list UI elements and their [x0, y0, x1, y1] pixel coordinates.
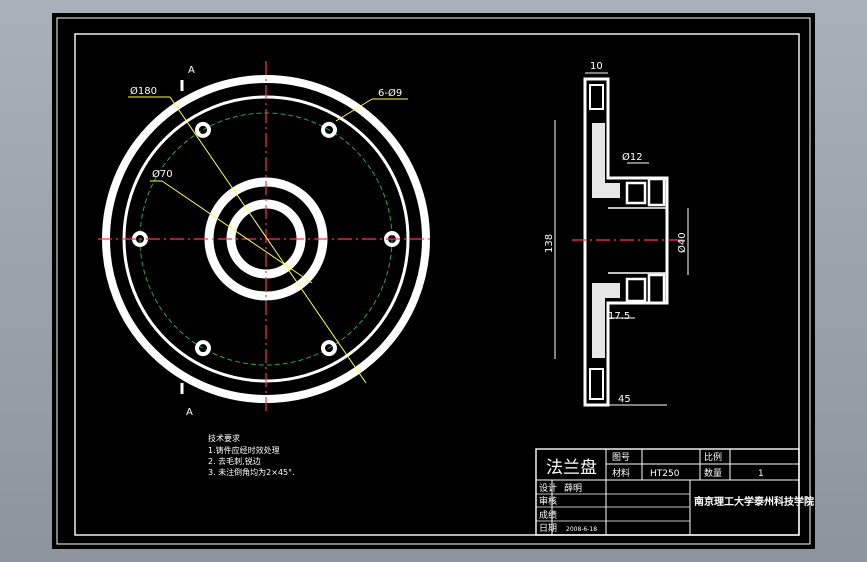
hatch-top [592, 123, 620, 198]
bolt-holes [132, 121, 400, 357]
tech-notes: 技术要求 1.铸件应经时效处理 2. 去毛刺,锐边 3. 未注倒角均为2×45°… [208, 433, 295, 477]
section-mark-top: A [188, 65, 195, 76]
bolt-hole [321, 121, 337, 138]
tech-note-3: 3. 未注倒角均为2×45°. [208, 467, 295, 477]
dim-d70: Ø70 [152, 168, 173, 180]
designer-name: 薛明 [564, 482, 582, 494]
dim-d40: Ø40 [676, 232, 688, 253]
dim-17-5: 17.5 [608, 311, 630, 322]
dim-45: 45 [618, 394, 631, 405]
label-date: 日期 [539, 523, 557, 534]
tech-notes-heading: 技术要求 [208, 433, 240, 443]
label-material: 材料 [612, 467, 630, 479]
school-name: 南京理工大学泰州科技学院 [694, 495, 814, 508]
material-value: HT250 [650, 469, 680, 479]
outer-border [56, 17, 811, 545]
hatch-bottom [592, 283, 620, 358]
bolt-hole [321, 340, 337, 357]
label-scale: 比例 [704, 451, 722, 463]
tech-note-1: 1.铸件应经时效处理 [208, 445, 280, 455]
leader-holes [335, 98, 373, 122]
quantity-value: 1 [758, 469, 764, 479]
label-design: 设计 [539, 482, 557, 494]
leader-d180 [169, 96, 367, 384]
section-view: 10 Ø12 138 Ø40 17.5 45 [544, 61, 689, 407]
leader-d70 [161, 180, 313, 284]
label-approve: 成绩 [539, 509, 557, 521]
label-review: 审核 [539, 495, 557, 507]
part-name: 法兰盘 [546, 458, 597, 478]
dim-10: 10 [590, 61, 603, 72]
date-value: 2008-6-18 [566, 526, 597, 533]
dim-d180: Ø180 [130, 85, 157, 97]
dim-d12: Ø12 [622, 151, 643, 163]
inner-border [74, 33, 800, 536]
label-quantity: 数量 [704, 467, 722, 479]
drawing-canvas: A A Ø180 Ø70 6-Ø9 10 Ø12 138 [52, 13, 815, 549]
bolt-hole [195, 340, 211, 357]
bore-top [625, 181, 647, 205]
bore-bottom [625, 277, 647, 303]
tech-note-2: 2. 去毛刺,锐边 [208, 456, 261, 466]
label-drawing-no: 图号 [612, 452, 630, 463]
cad-drawing: A A Ø180 Ø70 6-Ø9 10 Ø12 138 [56, 17, 814, 545]
section-mark-bottom: A [186, 407, 193, 418]
front-view: A A Ø180 Ø70 6-Ø9 [98, 61, 434, 418]
title-block: 法兰盘 图号 材料 HT250 比例 数量 1 设计 薛明 审核 成绩 日期 2… [535, 448, 814, 536]
dim-138: 138 [544, 234, 555, 253]
dim-holes: 6-Ø9 [378, 87, 402, 99]
bolt-hole [195, 121, 211, 138]
